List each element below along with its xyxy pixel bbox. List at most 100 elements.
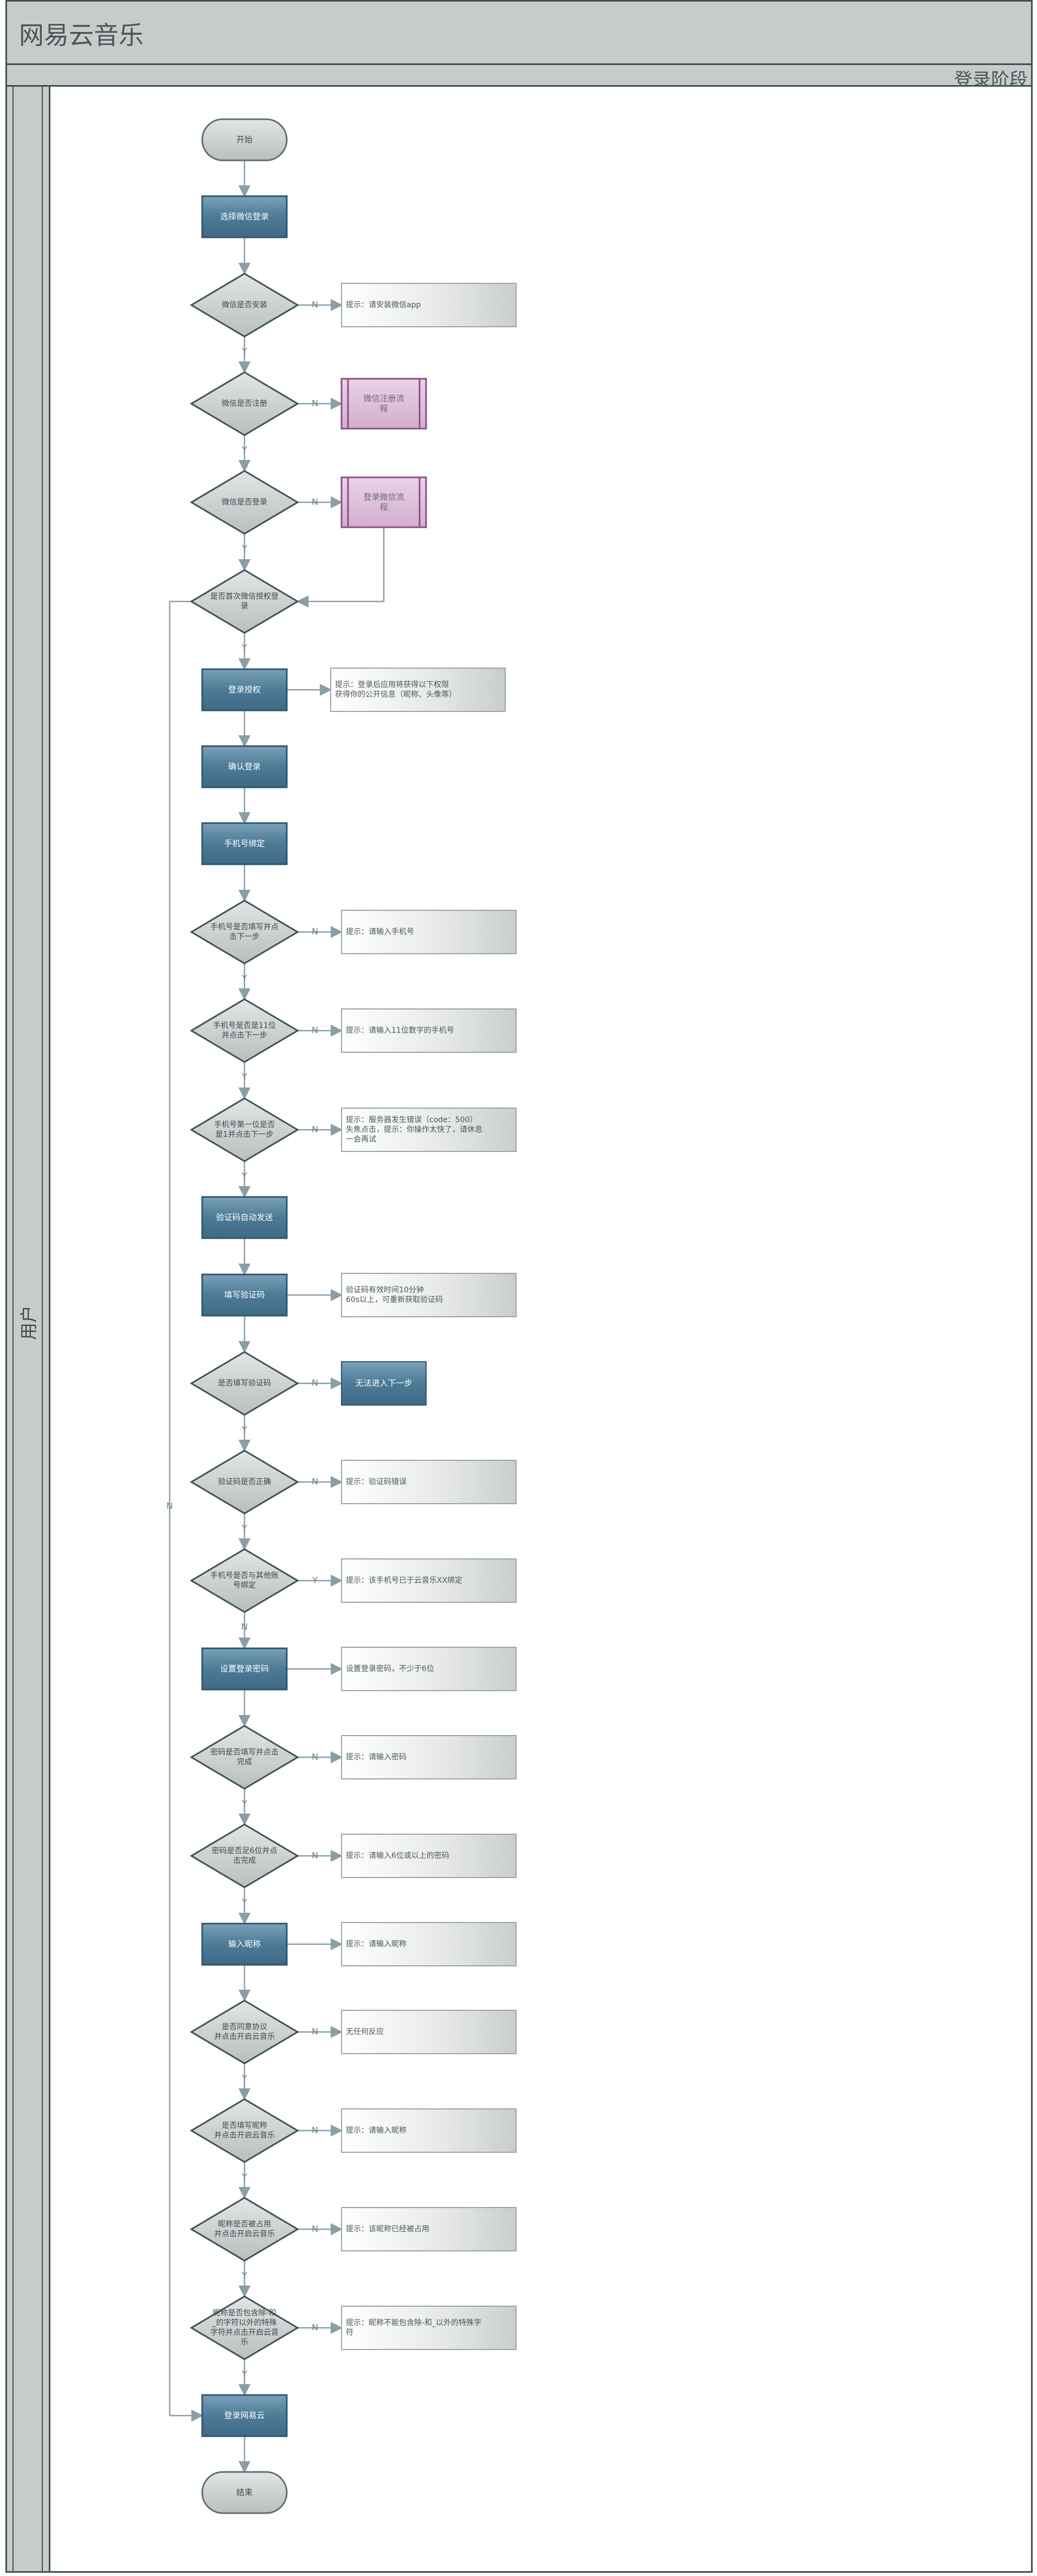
edge-label-d_phone_filled: N bbox=[312, 927, 318, 937]
decision-d_installed bbox=[190, 273, 299, 338]
edge-label-d_nick_filled: N bbox=[312, 2125, 318, 2135]
edge-label-yes-d_registered: Y bbox=[241, 445, 247, 455]
note-n_phone_filled bbox=[341, 910, 517, 954]
decision-d_pwd_filled-text: 完成 bbox=[237, 1758, 252, 1766]
decision-d_phone_first bbox=[190, 1097, 299, 1162]
edge-label-yes-d_installed: Y bbox=[241, 346, 247, 357]
decision-d_phone_11 bbox=[190, 998, 299, 1063]
decision-d_pwd_6-text: 击完成 bbox=[233, 1856, 256, 1865]
nodes: 开始选择微信登录微信是否安装微信是否注册微信是否登录是否首次微信授权登录登录授权… bbox=[190, 118, 517, 2514]
decision-d_phone_filled-text: 手机号是否填写并点 bbox=[210, 923, 279, 931]
note-n_nickname bbox=[341, 1922, 517, 1966]
subprocess-n_login bbox=[340, 476, 427, 528]
process-auto_send bbox=[201, 1196, 288, 1239]
decision-d_first_auth-text: 录 bbox=[241, 602, 248, 611]
subprocess-n_register-text: 程 bbox=[379, 404, 388, 413]
note-n_install-text: 提示：请安装微信app bbox=[346, 301, 421, 309]
decision-d_agree-text: 并点击开启云音乐 bbox=[214, 2032, 275, 2041]
note-n_nick_chars-text: 符 bbox=[346, 2328, 353, 2337]
note-n_auth-text: 提示：登录后应用将获得以下权限 bbox=[335, 680, 449, 689]
subprocess-n_register bbox=[340, 378, 427, 430]
process-confirm-text: 确认登录 bbox=[228, 762, 261, 772]
edge-label-yes-d_code_filled: Y bbox=[241, 1425, 247, 1435]
decision-d_nick_chars-text: 昵称是否包含除-和 bbox=[212, 2309, 276, 2318]
decision-d_first_auth bbox=[190, 569, 299, 634]
decision-d_phone_11-text: 手机号是否是11位 bbox=[213, 1021, 276, 1030]
edge-label-yes-d_nick_filled: Y bbox=[241, 2172, 247, 2182]
note-n_phone_first-text: 失焦点击，提示：你操作太快了，请休息 bbox=[346, 1125, 482, 1134]
note-n_phone_first-text: 提示：服务器发生错误（code：500） bbox=[346, 1116, 477, 1124]
decision-d_nick_taken-text: 昵称是否被占用 bbox=[218, 2220, 271, 2229]
decision-d_nick_chars-text: 字符并点击开启云音 bbox=[210, 2328, 279, 2337]
edge-label-yes-d_nick_taken: Y bbox=[241, 2270, 247, 2281]
process-auth bbox=[201, 668, 288, 711]
process-set_pwd-text: 设置登录密码 bbox=[220, 1664, 269, 1674]
edge-label-d_nick_taken: N bbox=[312, 2224, 318, 2234]
note-n_phone_first-text: 一会再试 bbox=[346, 1135, 376, 1144]
decision-d_installed-text: 微信是否安装 bbox=[222, 301, 267, 309]
decision-d_nick_chars-text: _的字符以外的特殊 bbox=[212, 2319, 277, 2327]
note-n_nick_chars-text: 提示：昵称不能包含除-和_以外的特殊字 bbox=[346, 2319, 481, 2327]
terminal-end bbox=[201, 2471, 288, 2514]
process-bind_phone-text: 手机号绑定 bbox=[224, 839, 265, 849]
note-n_nick_taken-text: 提示：该昵称已经被占用 bbox=[346, 2225, 429, 2234]
note-n_nick_chars bbox=[341, 2306, 517, 2350]
edge-label-d_pwd_6: N bbox=[312, 1850, 318, 1861]
edge-label-no-d_bound_other: N bbox=[241, 1622, 248, 1632]
edge-label-yes-d_agree: Y bbox=[241, 2073, 247, 2083]
edge-label-yes-d_code_right: Y bbox=[241, 1523, 247, 1533]
note-n_nick_filled bbox=[341, 2108, 517, 2153]
note-n_set_pwd-text: 设置登录密码，不少于6位 bbox=[346, 1664, 434, 1673]
edge-label-d_code_filled: N bbox=[312, 1378, 318, 1388]
phase-bar: 登录阶段 bbox=[5, 65, 1033, 91]
decision-d_nick_taken bbox=[190, 2197, 299, 2262]
decision-d_code_filled-text: 是否填写验证码 bbox=[218, 1379, 271, 1388]
note-n_agree bbox=[341, 2010, 517, 2054]
process-confirm bbox=[201, 745, 288, 788]
title-bar: 网易云音乐 bbox=[5, 0, 1033, 65]
decision-d_phone_first-text: 是1并点击下一步 bbox=[216, 1130, 274, 1139]
edge-label-d_installed: N bbox=[312, 300, 318, 310]
process-choose_wechat bbox=[201, 195, 288, 238]
decision-d_agree-text: 是否同意协议 bbox=[222, 2022, 267, 2031]
edge-label-yes-d_phone_first: Y bbox=[241, 1171, 247, 1181]
decision-d_phone_11-text: 并点击下一步 bbox=[222, 1031, 267, 1040]
decision-d_nick_chars bbox=[190, 2295, 299, 2360]
note-n_phone_11-text: 提示：请输入11位数字的手机号 bbox=[346, 1026, 454, 1035]
decision-d_code_filled bbox=[190, 1351, 299, 1416]
note-n_nick_taken bbox=[341, 2207, 517, 2251]
process-auto_send-text: 验证码自动发送 bbox=[216, 1213, 273, 1222]
subprocess-n_login-text: 程 bbox=[379, 502, 388, 512]
note-n_code_right bbox=[341, 1460, 517, 1504]
note-n_bound_other bbox=[341, 1558, 517, 1603]
process-choose_wechat-text: 选择微信登录 bbox=[220, 212, 269, 222]
note-n_pwd_filled bbox=[341, 1735, 517, 1779]
terminal-start bbox=[201, 118, 288, 161]
edge-label-d_bound_other: Y bbox=[312, 1575, 318, 1585]
decision-d_nick_filled bbox=[190, 2098, 299, 2163]
note-n_pwd_filled-text: 提示：请输入密码 bbox=[346, 1752, 407, 1762]
process-login_success-text: 登录网易云 bbox=[224, 2411, 265, 2420]
decision-d_nick_filled-text: 并点击开启云音乐 bbox=[214, 2131, 275, 2140]
process-auth-text: 登录授权 bbox=[228, 685, 261, 695]
process-nickname bbox=[201, 1923, 288, 1966]
decision-d_nick_filled-text: 是否填写昵称 bbox=[222, 2121, 267, 2130]
edge-label-yes-d_nick_chars: Y bbox=[241, 2369, 247, 2379]
decision-d_phone_first-text: 手机号第一位是否 bbox=[214, 1120, 275, 1129]
decision-d_bound_other-text: 号绑定 bbox=[233, 1581, 256, 1590]
edge-label-yes-d_first_auth: Y bbox=[241, 643, 247, 653]
edge-label-d_agree: N bbox=[312, 2027, 318, 2037]
edge-label-yes-d_phone_filled: Y bbox=[241, 973, 247, 983]
edge-label-d_registered: N bbox=[312, 398, 318, 409]
process-nickname-text: 输入昵称 bbox=[228, 1939, 261, 1949]
decision-d_pwd_6-text: 密码是否足6位并点 bbox=[212, 1846, 278, 1855]
decision-d_logged_in bbox=[190, 470, 299, 535]
note-n_code_right-text: 提示：验证码错误 bbox=[346, 1478, 407, 1486]
decision-d_first_auth-text: 是否首次微信授权登 bbox=[210, 592, 279, 601]
decision-d_bound_other bbox=[190, 1548, 299, 1613]
decision-d_pwd_filled bbox=[190, 1725, 299, 1790]
note-n_nickname-text: 提示：请输入昵称 bbox=[346, 1940, 407, 1949]
edge-label-d_phone_first: N bbox=[312, 1124, 318, 1135]
edge-label-yes-d_pwd_6: Y bbox=[241, 1897, 247, 1907]
